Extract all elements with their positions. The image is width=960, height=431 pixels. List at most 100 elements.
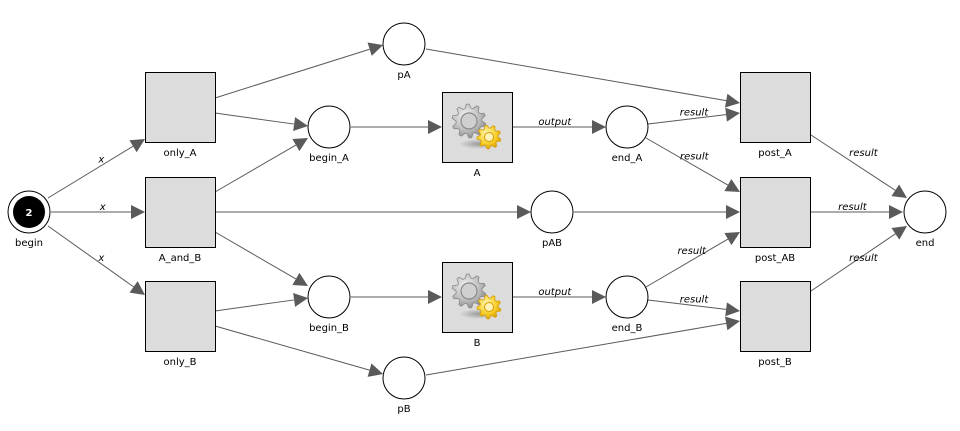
arc-begin-to-only_B[interactable]: x <box>47 225 145 295</box>
arc-line <box>214 325 370 371</box>
arc-B-to-end_B[interactable]: output <box>513 287 606 304</box>
arrowhead-icon <box>129 139 145 153</box>
arc-end_A-to-post_A[interactable]: result <box>647 108 740 125</box>
arc-post_A-to-end[interactable]: result <box>810 134 907 198</box>
place-begin_A[interactable]: begin_A <box>307 105 351 164</box>
transition-label: post_AB <box>755 253 795 264</box>
arc-line <box>214 231 297 280</box>
arc-only_B-to-pB[interactable] <box>214 325 383 377</box>
arc-A_and_B-to-pAB[interactable] <box>215 205 531 219</box>
place-begin_B[interactable]: begin_B <box>307 275 351 334</box>
arrowhead-icon <box>131 205 145 219</box>
arc-line <box>214 299 295 312</box>
place-end[interactable]: end <box>903 190 947 249</box>
place-circle[interactable] <box>382 22 426 66</box>
arc-label: result <box>849 253 879 264</box>
place-circle[interactable] <box>382 356 426 400</box>
arc-label: result <box>838 202 868 213</box>
arc-A-to-end_A[interactable]: output <box>513 117 606 134</box>
place-end_A[interactable]: end_A <box>605 105 649 164</box>
place-pA[interactable]: pA <box>382 22 426 81</box>
place-circle[interactable] <box>605 275 649 319</box>
transition-label: post_B <box>758 357 792 368</box>
place-circle[interactable] <box>307 105 351 149</box>
place-pB[interactable]: pB <box>382 356 426 415</box>
transition-B[interactable]: B <box>442 262 513 350</box>
transition-box[interactable] <box>145 177 216 248</box>
arc-label: result <box>680 108 710 119</box>
arrowhead-icon <box>293 117 308 131</box>
arc-label: result <box>680 151 710 162</box>
arc-line <box>425 322 727 376</box>
transition-label: A <box>474 168 481 179</box>
arrowhead-icon <box>889 205 903 219</box>
arc-line <box>647 114 727 125</box>
arc-end_A-to-post_AB[interactable]: result <box>645 137 740 192</box>
arc-only_A-to-begin_A[interactable] <box>214 112 308 131</box>
arc-end_B-to-post_B[interactable]: result <box>647 295 740 317</box>
arrowhead-icon <box>725 302 740 317</box>
token-icon <box>13 196 45 228</box>
place-label: end_B <box>612 323 643 334</box>
arc-only_B-to-begin_B[interactable] <box>214 293 308 312</box>
arc-pA-to-post_A[interactable] <box>425 48 740 108</box>
place-circle[interactable] <box>605 105 649 149</box>
arrowhead-icon <box>367 42 383 56</box>
arrowhead-icon <box>726 205 740 219</box>
arc-label: output <box>538 287 572 298</box>
transition-post_B[interactable]: post_B <box>740 281 811 369</box>
transition-box[interactable] <box>145 281 216 352</box>
arc-only_A-to-pA[interactable] <box>214 42 383 99</box>
arc-post_AB-to-end[interactable]: result <box>811 202 903 219</box>
arc-label: result <box>677 246 707 257</box>
transition-box[interactable] <box>740 177 811 248</box>
arcs-layer: xxxoutputoutputresultresultresultresultr… <box>47 42 907 377</box>
place-label: end_A <box>612 153 643 164</box>
arc-post_B-to-end[interactable]: result <box>810 226 907 292</box>
arc-begin_A-to-A[interactable] <box>351 120 442 134</box>
arc-line <box>214 48 370 99</box>
arrowhead-icon <box>517 205 531 219</box>
arc-begin_B-to-B[interactable] <box>351 290 442 304</box>
place-circle[interactable] <box>307 275 351 319</box>
arc-line <box>645 238 729 288</box>
place-label: end <box>916 238 935 249</box>
transition-label: only_A <box>164 148 197 159</box>
gears-icon <box>451 273 502 320</box>
transition-post_A[interactable]: post_A <box>740 72 811 160</box>
token-count: 2 <box>26 208 33 219</box>
arc-A_and_B-to-begin_B[interactable] <box>214 231 308 286</box>
transition-box[interactable] <box>740 72 811 143</box>
arrowhead-icon <box>292 272 308 286</box>
transition-post_AB[interactable]: post_AB <box>740 177 811 265</box>
place-circle[interactable] <box>530 190 574 234</box>
arc-label: output <box>538 117 572 128</box>
place-pAB[interactable]: pAB <box>530 190 574 249</box>
place-end_B[interactable]: end_B <box>605 275 649 334</box>
arrowhead-icon <box>129 281 145 295</box>
arrowhead-icon <box>428 290 442 304</box>
transition-box[interactable] <box>740 281 811 352</box>
arc-label: x <box>97 253 104 264</box>
place-circle[interactable] <box>903 190 947 234</box>
arc-A_and_B-to-begin_A[interactable] <box>214 138 308 193</box>
transition-only_A[interactable]: only_A <box>145 72 216 160</box>
arrowhead-icon <box>592 120 606 134</box>
arrowhead-icon <box>292 138 308 152</box>
transition-box[interactable] <box>145 72 216 143</box>
place-label: pB <box>397 404 410 415</box>
arc-end_B-to-post_AB[interactable]: result <box>645 232 740 288</box>
transition-only_B[interactable]: only_B <box>145 281 216 369</box>
arc-pAB-to-post_AB[interactable] <box>574 205 740 219</box>
arc-begin-to-only_A[interactable]: x <box>47 139 145 199</box>
arc-line <box>47 145 134 199</box>
arc-begin-to-A_and_B[interactable]: x <box>51 202 145 219</box>
transition-A[interactable]: A <box>442 92 513 180</box>
transition-A_and_B[interactable]: A_and_B <box>145 177 216 265</box>
arrowhead-icon <box>891 226 907 240</box>
arc-line <box>214 144 297 193</box>
arc-pB-to-post_B[interactable] <box>425 316 740 376</box>
arc-line <box>425 48 727 102</box>
